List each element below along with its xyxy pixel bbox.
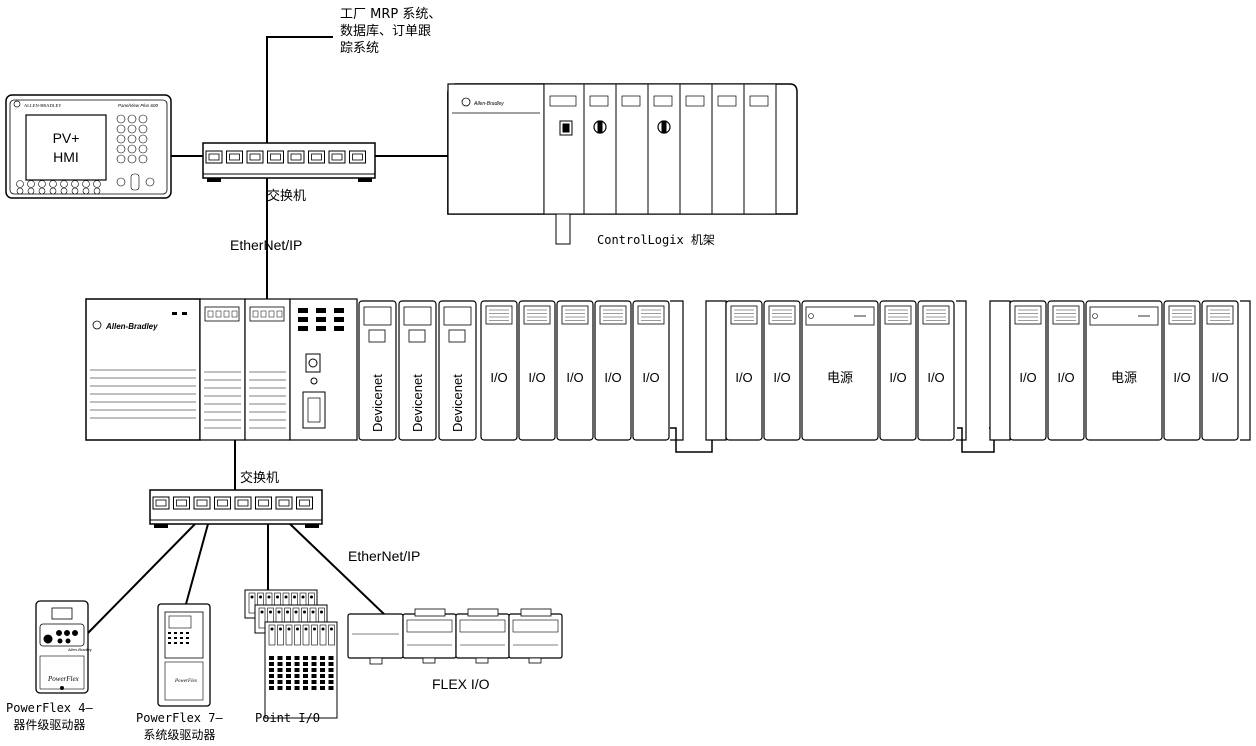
power-supply-label: 电源 xyxy=(1111,371,1137,386)
point-io-stack xyxy=(245,590,337,718)
point-io-label: Point I/O xyxy=(255,710,320,727)
cl-slot xyxy=(648,84,680,214)
mrp-cable xyxy=(267,37,333,143)
io-module-label: I/O xyxy=(1019,370,1036,385)
end-cap xyxy=(1240,301,1250,440)
io-module-label: I/O xyxy=(927,370,944,385)
powerflex4-drive: Allen-Bradley PowerFlex xyxy=(36,601,93,693)
switch-bottom xyxy=(150,490,322,528)
end-cap xyxy=(670,301,683,440)
cl-slot xyxy=(616,84,648,214)
ethernet-ip-top-label: EtherNet/IP xyxy=(230,237,302,254)
switch-port xyxy=(235,497,251,509)
cl-slot xyxy=(680,84,712,214)
powerflex7-drive: PowerFlex xyxy=(158,604,210,706)
cl-slot xyxy=(744,84,776,214)
power-supply xyxy=(86,299,200,440)
cl-slot xyxy=(712,84,744,214)
switch-port xyxy=(309,151,325,163)
controllogix-chassis: Allen-Bradley xyxy=(448,84,797,244)
pf7-logo: PowerFlex xyxy=(174,679,198,684)
io-module-label: I/O xyxy=(773,370,790,385)
switch-port xyxy=(350,151,366,163)
switch-port xyxy=(194,497,210,509)
switch-port xyxy=(247,151,263,163)
left-end-cap xyxy=(990,301,1010,440)
io-module-label: I/O xyxy=(889,370,906,385)
hmi-screen-line1: PV+ xyxy=(53,130,80,146)
switch-top-label: 交换机 xyxy=(267,188,306,205)
flex-io-label: FLEX I/O xyxy=(432,676,490,693)
hmi-brand: ALLEN-BRADLEY xyxy=(24,103,62,108)
devicenet-label: Devicenet xyxy=(370,374,385,432)
controllogix-label: ControlLogix 机架 xyxy=(597,232,715,249)
flex-io-rack xyxy=(348,609,562,664)
switch-port xyxy=(153,497,169,509)
mrp-system-label: 工厂 MRP 系统、 数据库、订单跟 踪系统 xyxy=(340,6,441,57)
io-module-label: I/O xyxy=(1173,370,1190,385)
switch-port xyxy=(329,151,345,163)
hmi-model: PanelView Plus 600 xyxy=(118,103,158,108)
devicenet-label: Devicenet xyxy=(410,374,425,432)
switch-port xyxy=(276,497,292,509)
io-module-label: I/O xyxy=(1057,370,1074,385)
flex-adapter xyxy=(348,614,403,658)
rack-brand: Allen-Bradley xyxy=(105,322,158,331)
switch-bottom-label: 交换机 xyxy=(240,470,279,487)
io-module-label: I/O xyxy=(735,370,752,385)
end-cap xyxy=(956,301,966,440)
panelview-hmi: ALLEN-BRADLEY PanelView Plus 600 PV+ HMI xyxy=(6,95,171,198)
io-module-label: I/O xyxy=(1211,370,1228,385)
powerflex4-label: PowerFlex 4— 器件级驱动器 xyxy=(6,700,93,734)
io-module-label: I/O xyxy=(490,370,507,385)
cl-slot xyxy=(584,84,616,214)
switch-port xyxy=(288,151,304,163)
switch-port xyxy=(256,497,272,509)
pf4-logo: PowerFlex xyxy=(47,675,80,683)
devicenet-label: Devicenet xyxy=(450,374,465,432)
switch-port xyxy=(215,497,231,509)
io-module-label: I/O xyxy=(528,370,545,385)
left-end-cap xyxy=(706,301,726,440)
switch-port xyxy=(206,151,222,163)
hmi-screen-line2: HMI xyxy=(53,149,79,165)
switch-port xyxy=(297,497,313,509)
switch-port xyxy=(174,497,190,509)
pf4-brand: Allen-Bradley xyxy=(67,647,93,652)
io-module-label: I/O xyxy=(604,370,621,385)
power-supply-label: 电源 xyxy=(827,371,853,386)
switch-port xyxy=(268,151,284,163)
ethernet-ip-bottom-label: EtherNet/IP xyxy=(348,548,420,565)
switch-port xyxy=(227,151,243,163)
io-module-label: I/O xyxy=(566,370,583,385)
io-module-label: I/O xyxy=(642,370,659,385)
cl-brand: Allen-Bradley xyxy=(473,101,504,107)
hmi-screen xyxy=(26,115,106,180)
powerflex7-label: PowerFlex 7— 系统级驱动器 xyxy=(136,710,223,744)
powerflex7-cable xyxy=(186,524,208,604)
switch-top xyxy=(203,143,375,182)
